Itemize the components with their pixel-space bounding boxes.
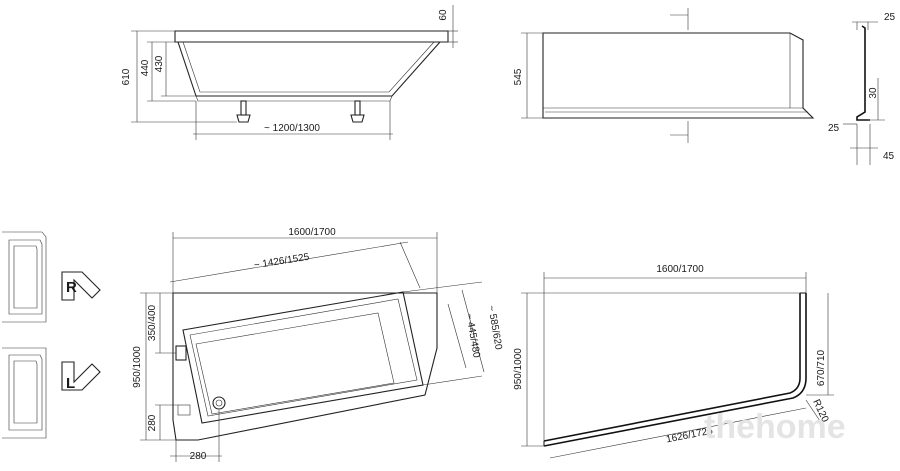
dim-width: 1600/1700 <box>288 227 336 238</box>
dim-280-vertical: 280 <box>147 414 158 431</box>
orientation-right-label: R <box>66 279 77 296</box>
dim-height: 950/1000 <box>513 348 524 390</box>
dim-25-bottom: 25 <box>828 123 840 134</box>
dim-545: 545 <box>513 68 524 85</box>
arrow-left-icon: L <box>61 361 101 392</box>
dim-45: 45 <box>883 151 895 162</box>
dim-280-horizontal: 280 <box>190 451 207 462</box>
dim-diagonal: ~ 1426/1525 <box>253 252 310 272</box>
bathtub-side-view: 610 440 430 60 ~ 1200/1300 <box>121 5 458 140</box>
dim-height: 950/1000 <box>132 346 143 388</box>
dim-30: 30 <box>868 87 879 99</box>
watermark-logo: thehome <box>704 408 846 446</box>
drain-icon <box>212 396 226 410</box>
orientation-left-label: L <box>66 375 75 392</box>
dim-430: 430 <box>154 55 165 72</box>
leg-left <box>236 100 251 123</box>
dim-670: 670/710 <box>816 349 827 386</box>
dim-440: 440 <box>140 59 151 76</box>
overflow-fitting-icon <box>175 345 187 361</box>
bathtub-top-view: 1600/1700 ~ 1426/1525 950/1000 350/400 2… <box>132 227 504 462</box>
front-panel-view: 545 <box>513 8 815 143</box>
dim-350: 350/400 <box>147 304 158 341</box>
dim-25-top: 25 <box>884 12 896 23</box>
orientation-right-thumbnail <box>2 231 47 323</box>
dim-60: 60 <box>438 9 449 21</box>
panel-profile-view: 25 30 25 45 <box>828 12 896 165</box>
dim-610: 610 <box>121 68 132 85</box>
dim-445: ~ 445/480 <box>463 313 482 359</box>
dim-width: 1600/1700 <box>656 264 704 275</box>
dim-585: ~ 585/620 <box>485 305 504 351</box>
orientation-left-thumbnail <box>2 347 47 439</box>
arrow-right-icon: R <box>61 271 101 301</box>
dim-length: ~ 1200/1300 <box>264 123 320 134</box>
leg-right <box>350 100 365 123</box>
